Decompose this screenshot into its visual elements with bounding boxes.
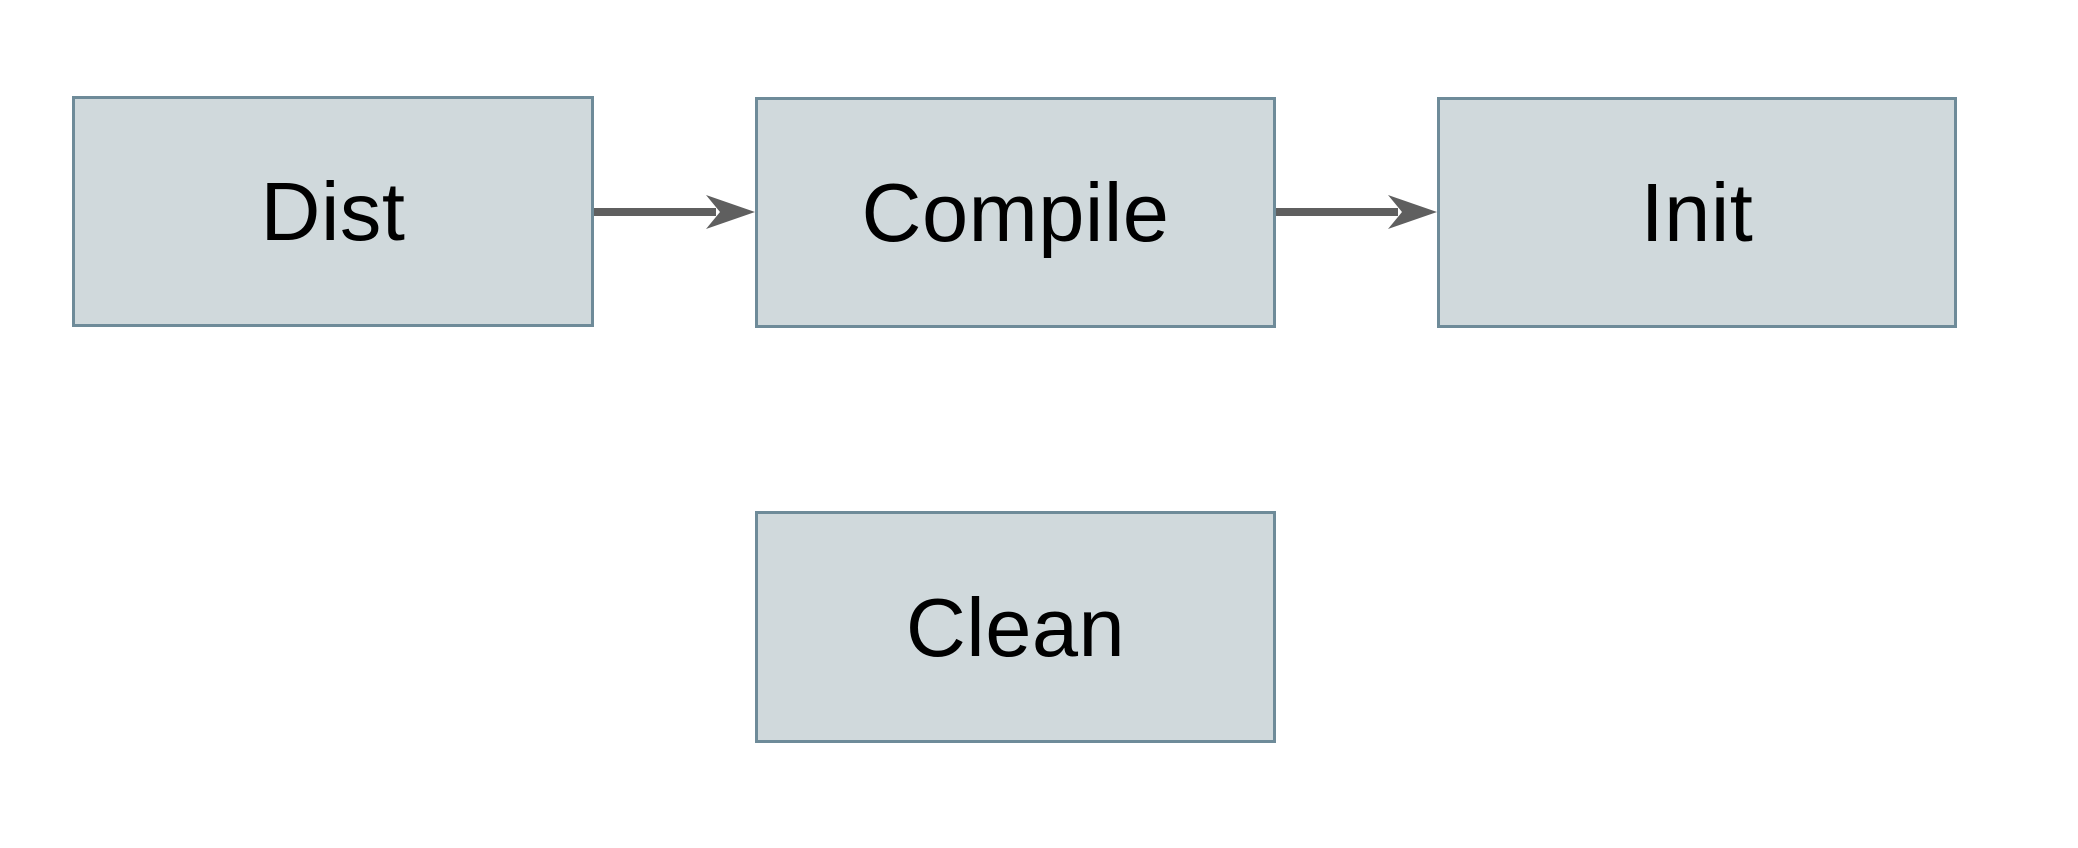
node-init-label: Init (1640, 166, 1754, 259)
node-compile[interactable]: Compile (755, 97, 1276, 328)
node-dist[interactable]: Dist (72, 96, 594, 327)
node-init[interactable]: Init (1437, 97, 1957, 328)
node-clean[interactable]: Clean (755, 511, 1276, 743)
node-dist-label: Dist (260, 165, 406, 258)
arrow-dist-to-compile-icon (594, 195, 755, 229)
node-clean-label: Clean (905, 580, 1126, 674)
arrow-compile-to-init-icon (1276, 195, 1437, 229)
node-compile-label: Compile (861, 166, 1170, 259)
